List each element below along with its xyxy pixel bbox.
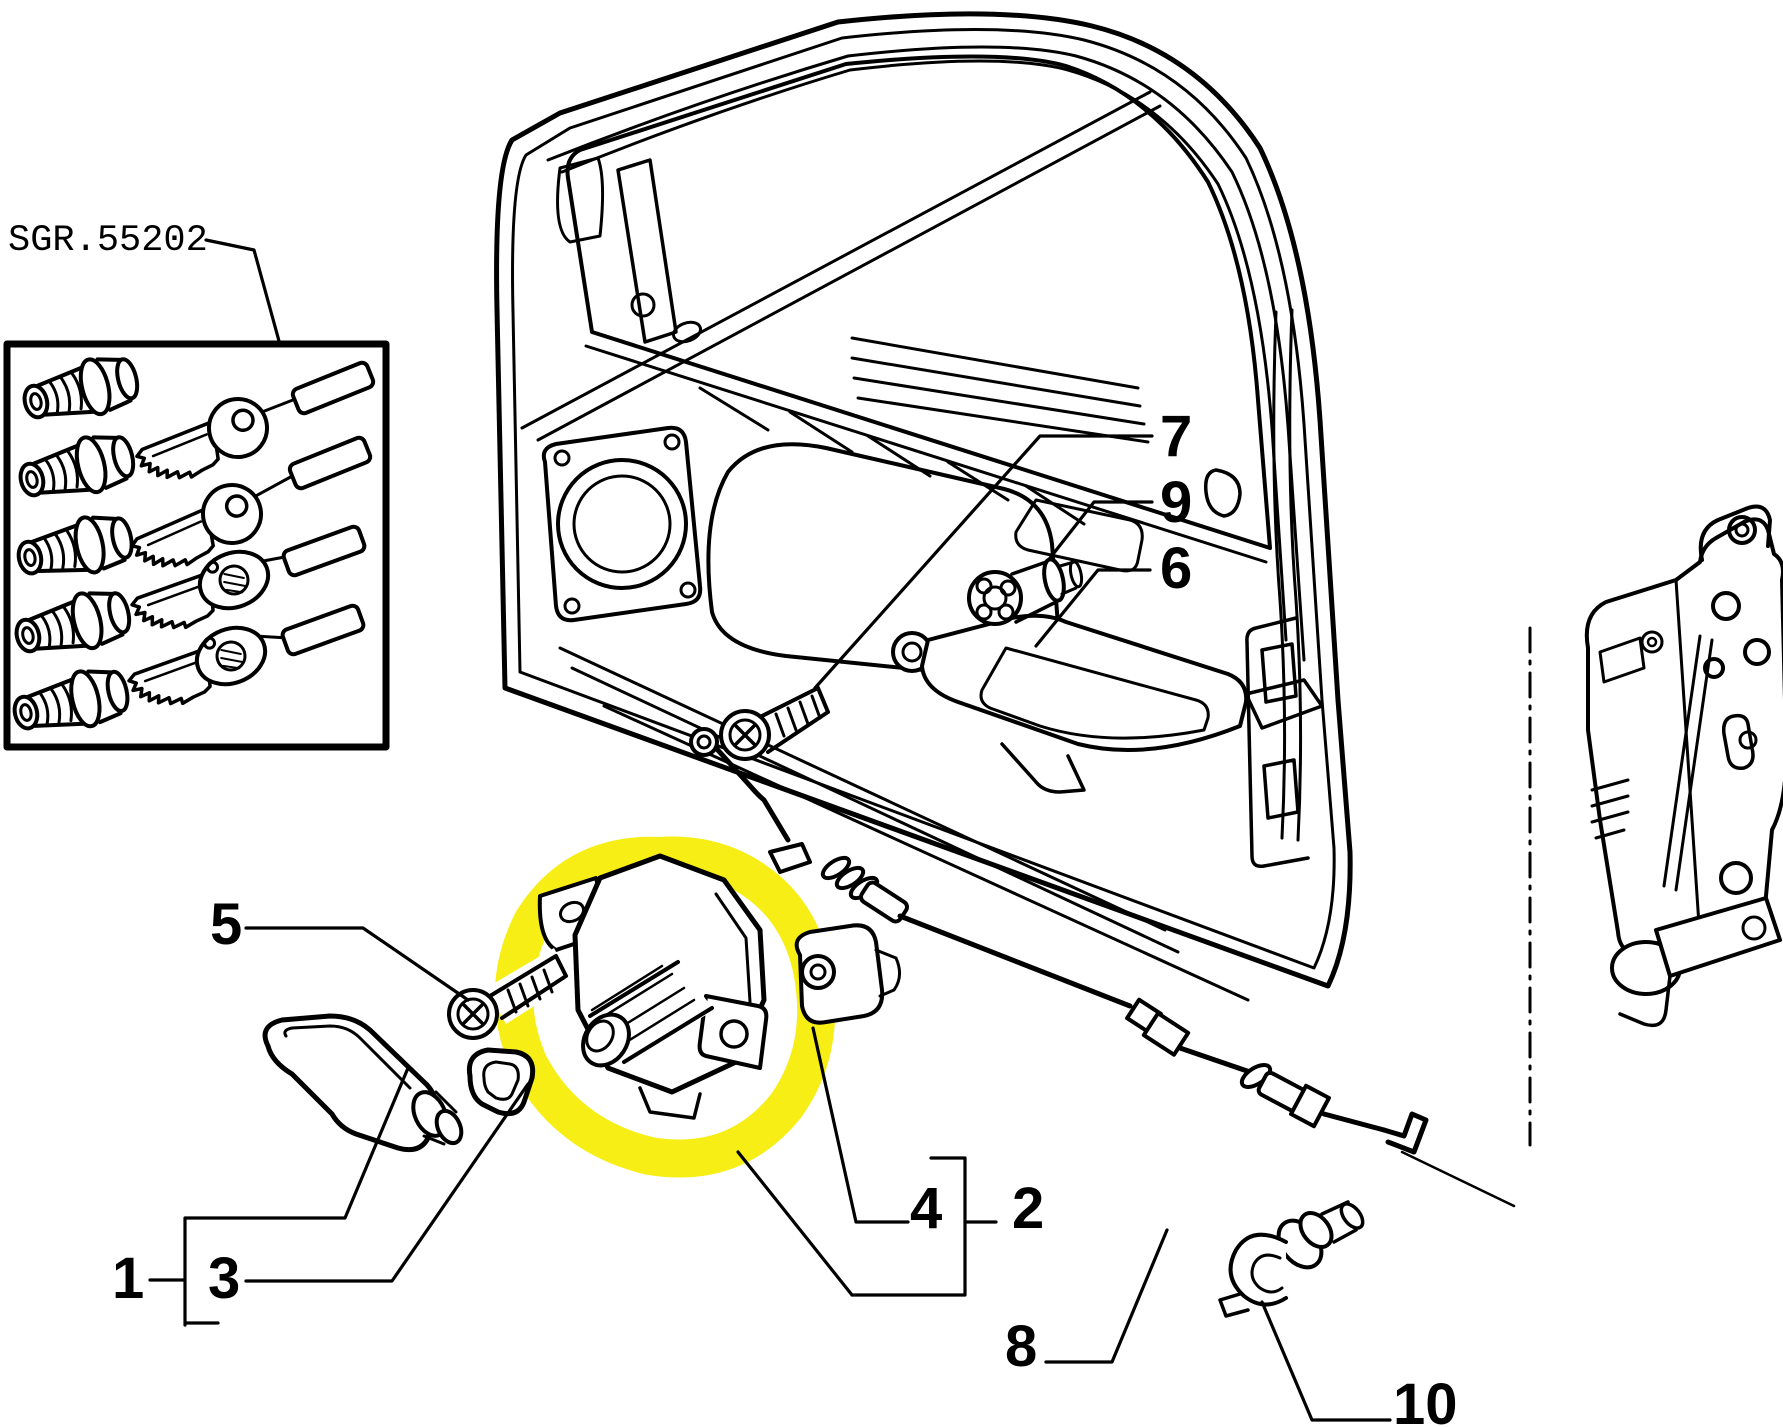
part-interior-handle	[262, 1013, 464, 1153]
panel-hole	[630, 292, 656, 318]
group-code-label: SGR.55202	[8, 220, 208, 262]
window-rail	[1288, 308, 1303, 842]
bracket-2	[736, 1150, 998, 1297]
window-opening	[565, 54, 1272, 550]
part-bushing	[967, 557, 1084, 626]
lock-lever	[1698, 504, 1772, 562]
part-gasket	[466, 1047, 536, 1117]
part-grommet-clip	[1218, 1200, 1365, 1318]
callout-10: 10	[1393, 1372, 1458, 1427]
part-latch-bracket	[794, 923, 901, 1025]
vent-window	[556, 156, 605, 244]
leader-3	[244, 1082, 530, 1283]
construction-lines	[1400, 626, 1532, 1208]
leader-lines	[148, 238, 1392, 1422]
part-handle-mechanism	[891, 613, 1324, 794]
axis-diagonal	[1400, 1150, 1516, 1208]
leader-4	[811, 1026, 910, 1224]
key-set-box	[3, 340, 390, 751]
part-screw-7	[719, 672, 836, 761]
labels: SGR.55202 1 3 5 4 2 7 9 6 8 10	[8, 220, 1458, 1427]
callout-1: 1	[112, 1246, 144, 1311]
lock-strut	[1662, 634, 1714, 892]
leader-10	[1260, 1300, 1392, 1422]
highlight-annotation	[494, 836, 836, 1178]
panel-hole	[671, 320, 703, 344]
callout-6: 6	[1160, 536, 1192, 601]
leader-5	[244, 926, 470, 1002]
door-panel-drawing	[494, 11, 1353, 1002]
leader-9	[1048, 500, 1154, 560]
belt-line	[584, 344, 1268, 564]
callout-5: 5	[210, 892, 242, 957]
speaker-mount	[541, 425, 703, 623]
leader-7	[813, 434, 1154, 690]
callout-4: 4	[910, 1176, 942, 1241]
frame-brace	[520, 90, 1152, 430]
callout-9: 9	[1160, 470, 1192, 535]
callout-3: 3	[208, 1246, 240, 1311]
lock-mount-plate	[1203, 468, 1310, 869]
door-frame-line	[546, 45, 1306, 662]
panel-hatching	[698, 386, 1086, 526]
leader-6	[1034, 568, 1152, 648]
door-outer-outline	[494, 11, 1353, 989]
part-lock-actuator	[537, 853, 769, 1120]
leader-8	[1044, 1228, 1169, 1364]
sill-lines	[850, 336, 1150, 444]
actuator-shaft	[588, 960, 714, 1064]
leader-group-code	[204, 238, 281, 343]
callout-8: 8	[1005, 1314, 1037, 1379]
vent-divider	[616, 158, 678, 344]
actuator-ear-right	[697, 994, 769, 1070]
lock-body-edge	[1674, 578, 1702, 942]
door-inner-outline	[511, 28, 1336, 970]
part-control-cable	[689, 727, 1429, 1155]
frame-brace	[536, 104, 1162, 442]
highlight-marker	[494, 836, 836, 1178]
panel-cutout	[706, 442, 1060, 682]
key-tag-links	[250, 396, 300, 640]
part-screw-5	[447, 948, 572, 1040]
door-lock-assembly	[1584, 504, 1783, 1028]
key-set-box-border	[3, 340, 390, 751]
lock-spring	[1590, 778, 1630, 840]
callout-7: 7	[1160, 404, 1192, 469]
bracket-1	[148, 1066, 410, 1327]
door-frame-line	[560, 59, 1288, 642]
callout-2: 2	[1012, 1176, 1044, 1241]
